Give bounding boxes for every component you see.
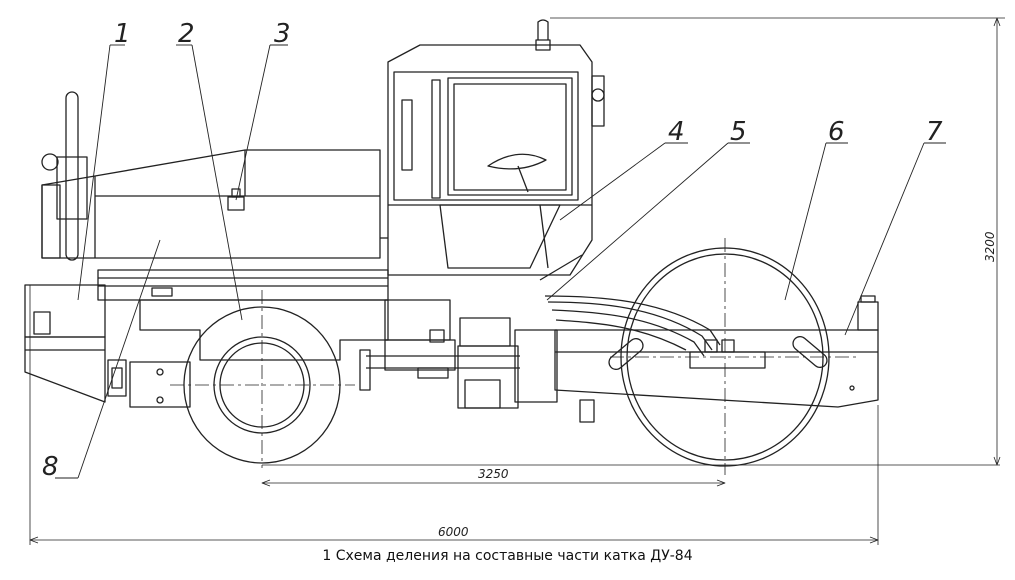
callout-leaders xyxy=(55,44,946,479)
front-frame xyxy=(554,295,879,423)
main-frame xyxy=(97,269,389,361)
callout-numbers: 1 2 3 4 5 6 7 8 xyxy=(42,19,943,482)
dim-wheelbase: 3250 xyxy=(478,467,509,481)
rear-counterweight xyxy=(24,284,127,403)
operator-cab xyxy=(380,19,605,276)
dim-overall-length: 6000 xyxy=(438,525,469,539)
callout-8: 8 xyxy=(42,452,59,482)
callout-1: 1 xyxy=(114,19,131,49)
dimension-lines xyxy=(29,17,1005,545)
callout-4: 4 xyxy=(668,117,685,147)
callout-5: 5 xyxy=(730,117,747,147)
exhaust-pipe xyxy=(41,91,88,261)
dim-height: 3200 xyxy=(983,231,997,262)
callout-3: 3 xyxy=(274,19,291,49)
callout-7: 7 xyxy=(926,117,943,147)
callout-6: 6 xyxy=(828,117,845,147)
articulation-joint xyxy=(359,299,558,409)
figure-caption: 1 Схема деления на составные части катка… xyxy=(322,548,693,564)
callout-2: 2 xyxy=(178,19,195,49)
engine-hood xyxy=(41,149,381,259)
